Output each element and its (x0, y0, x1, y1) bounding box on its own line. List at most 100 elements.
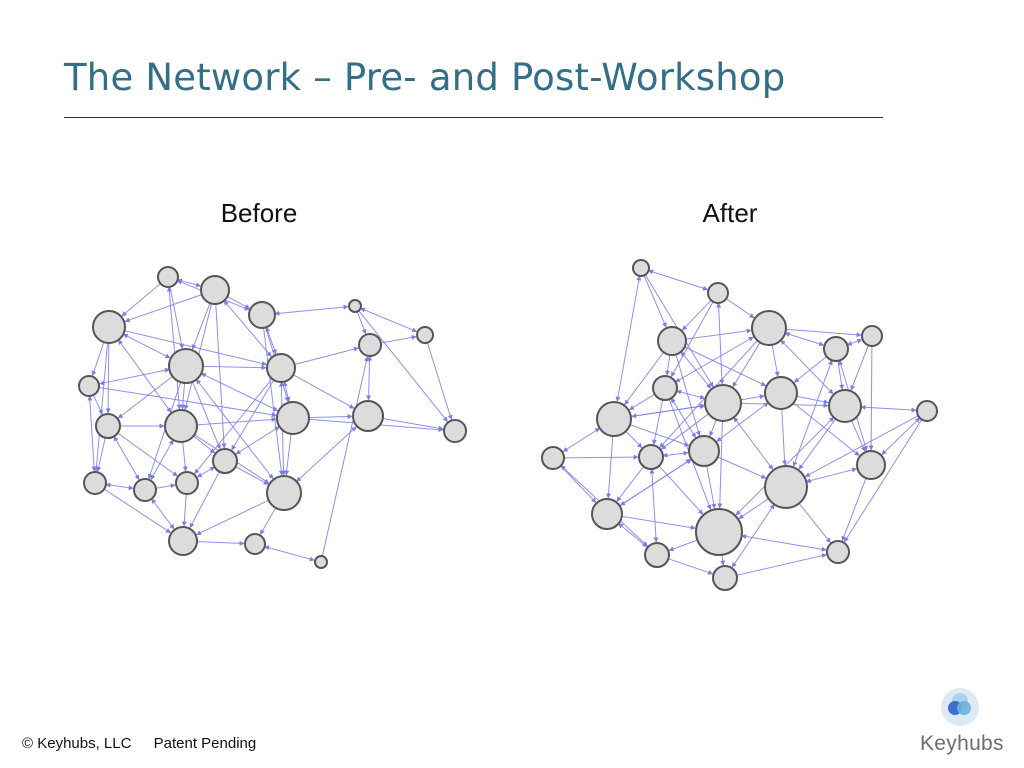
after-network-edge (668, 558, 714, 575)
after-network-edge (784, 332, 825, 347)
after-network-node (764, 376, 798, 410)
before-network-edge (92, 394, 103, 415)
before-network-edge (189, 471, 220, 529)
after-network-edge (733, 416, 774, 470)
before-network-edge (215, 303, 227, 449)
after-network-node (596, 401, 632, 437)
after-network-node (644, 542, 670, 568)
before-network-node (168, 348, 204, 384)
before-network-node (78, 375, 100, 397)
before-network-edge (99, 367, 170, 386)
before-network-edge (182, 441, 188, 472)
after-network (541, 259, 938, 591)
before-network-node (416, 326, 434, 344)
after-network-edge (796, 395, 829, 405)
before-network-edge (124, 330, 267, 366)
after-network-edge (851, 420, 866, 452)
before-network-edge (196, 379, 274, 480)
before-network-edge (231, 379, 275, 451)
after-network-node (704, 384, 742, 422)
before-network-node (92, 310, 126, 344)
after-network-node (826, 540, 850, 564)
before-network-edge (308, 414, 353, 420)
before-network-node (133, 478, 157, 502)
after-network-edge (562, 427, 601, 452)
after-network-edge (676, 389, 706, 400)
before-network-node (200, 275, 230, 305)
before-network-edge (382, 418, 444, 431)
after-network-node (861, 325, 883, 347)
after-network-edge (850, 345, 869, 391)
after-network-edge (685, 328, 752, 340)
before-network-node (266, 475, 302, 511)
before-network-edge (191, 302, 211, 350)
before-network-edge (113, 435, 140, 481)
before-network-edge (105, 482, 134, 491)
after-network-edge (709, 419, 717, 437)
before-network-edge (151, 498, 175, 530)
before-label: Before (220, 198, 298, 228)
after-network-node (591, 498, 623, 530)
before-network-edge (294, 346, 359, 365)
after-network-node (764, 465, 808, 509)
before-network-edge (124, 294, 202, 323)
title-divider (64, 117, 883, 118)
after-network-edge (841, 477, 867, 542)
after-network-edge (771, 344, 780, 377)
after-network-node (652, 375, 678, 401)
before-network-node (175, 471, 199, 495)
after-network-edge (738, 498, 769, 520)
after-network-edge (606, 435, 614, 499)
after-network-edge (837, 360, 845, 390)
before-network-edge (87, 395, 97, 472)
before-network-edge (181, 493, 187, 527)
before-network-edge (105, 342, 111, 414)
after-network-edge (792, 359, 833, 467)
after-network-edge (846, 338, 863, 346)
after-network-edge (621, 515, 696, 530)
before-network-edge (121, 283, 161, 317)
after-network-edge (658, 465, 704, 515)
after-network-node (541, 446, 565, 470)
after-network-edge (668, 539, 698, 552)
after-network-node (916, 400, 938, 422)
before-network-node (244, 533, 266, 555)
after-network-edge (670, 301, 714, 378)
after-network-edge (798, 418, 837, 470)
after-network-edge (616, 466, 645, 502)
after-network-edge (630, 403, 705, 417)
before-network-node (266, 353, 296, 383)
before-network-node (95, 413, 121, 439)
after-network-edge (624, 351, 665, 406)
after-network-node (657, 326, 687, 356)
after-network-edge (868, 345, 874, 451)
before-network-edge (265, 326, 277, 355)
before-network (78, 266, 467, 569)
before-network-node (168, 526, 198, 556)
before-network-edge (193, 435, 216, 454)
before-network-edge (274, 304, 349, 316)
after-network-edge (625, 430, 643, 449)
patent-text: Patent Pending (153, 735, 257, 752)
before-network-node (348, 299, 362, 313)
before-network-edge (235, 466, 269, 485)
after-network-edge (725, 298, 755, 319)
after-network-edge (706, 465, 717, 509)
before-network-edge (293, 374, 355, 409)
before-network-edge (358, 310, 448, 422)
after-network-edge (618, 523, 648, 548)
before-network-edge (155, 483, 176, 489)
after-network-edge (860, 404, 917, 413)
after-network-edge (732, 342, 761, 388)
before-network-edge (264, 545, 315, 562)
after-network-edge (665, 354, 671, 376)
after-network-edge (619, 459, 692, 507)
after-network-edge (563, 454, 639, 460)
after-network-edge (798, 503, 831, 543)
after-network-edge (684, 346, 767, 387)
before-network-edge (94, 342, 109, 472)
before-network-node (314, 555, 328, 569)
after-network-edge (628, 393, 655, 411)
after-network-node (695, 508, 743, 556)
